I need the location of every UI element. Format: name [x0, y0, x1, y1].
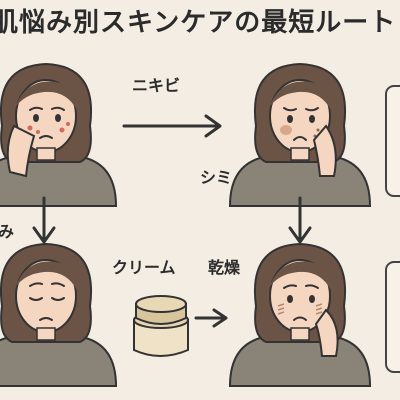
- product-card-top: [385, 85, 400, 197]
- product-card-bottom: [385, 261, 400, 373]
- arrow-top-right: [122, 114, 222, 138]
- arrow-left-down: [32, 196, 56, 244]
- diagram-title: 肌悩み別スキンケアの最短ルート: [0, 8, 397, 38]
- label-dry: 乾燥: [208, 258, 241, 277]
- woman-spots-figure: [229, 63, 371, 207]
- woman-tired-figure: [0, 243, 117, 387]
- arrow-bottom-right: [194, 308, 228, 328]
- label-acne: ニキビ: [132, 76, 181, 95]
- woman-acne-figure: [0, 63, 117, 207]
- arrow-right-down: [288, 196, 312, 244]
- label-left-partial: み: [0, 222, 15, 241]
- label-spots: シミ: [200, 168, 233, 187]
- label-cream: クリーム: [112, 258, 176, 277]
- cream-jar-icon: [133, 295, 189, 357]
- woman-dry-figure: [229, 243, 371, 387]
